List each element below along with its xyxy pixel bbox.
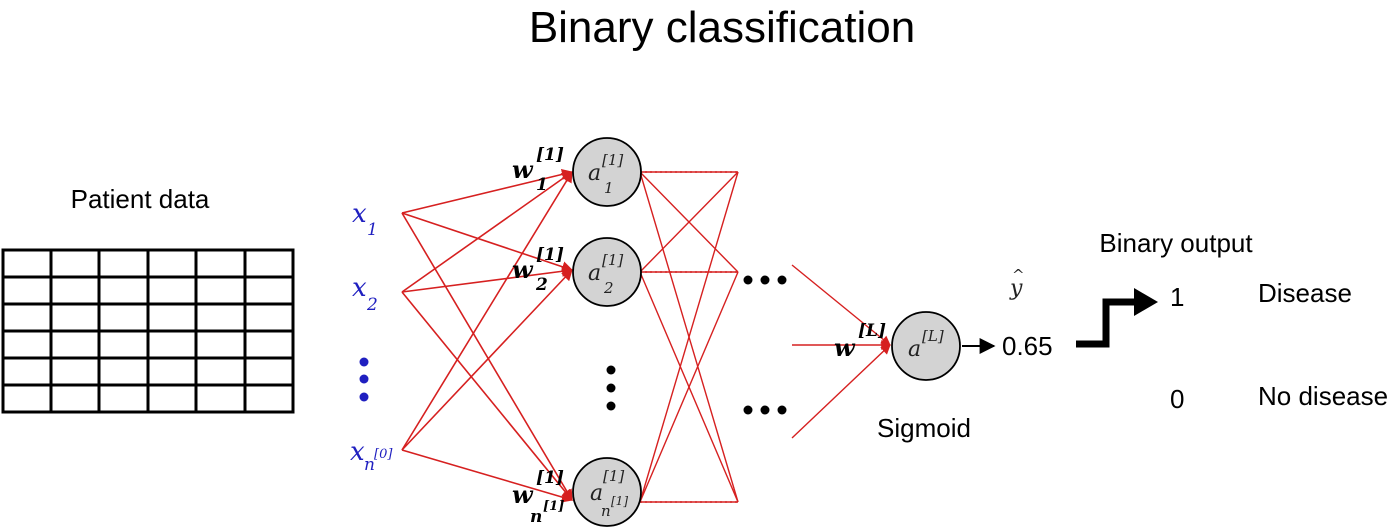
- input-x2: x 2: [352, 273, 378, 315]
- output-value-zero: 0: [1170, 384, 1184, 414]
- svg-text:2: 2: [603, 279, 614, 297]
- svg-text:w: w: [512, 155, 534, 184]
- svg-text:n: n: [601, 502, 611, 520]
- svg-text:w: w: [512, 255, 534, 284]
- no-disease-label: No disease: [1258, 381, 1388, 411]
- hidden-neuron-1: a [1] 1: [572, 137, 642, 207]
- svg-text:[1]: [1]: [536, 468, 564, 488]
- hidden-neuron-2: a [1] 2: [572, 237, 642, 307]
- weight-label-wL: w [L]: [834, 321, 886, 362]
- svg-text:^: ^: [1012, 266, 1025, 284]
- svg-text:[L]: [L]: [858, 321, 886, 341]
- layer-ellipsis-bottom: [743, 405, 787, 415]
- output-value-one: 1: [1170, 282, 1184, 312]
- binary-output-label: Binary output: [1099, 228, 1253, 258]
- next-layer-edge-stubs: [640, 171, 738, 503]
- hidden-to-next-edges: [639, 171, 739, 503]
- svg-text:y: y: [1009, 276, 1023, 301]
- output-neuron: a [L]: [891, 311, 961, 381]
- svg-text:2: 2: [366, 295, 378, 315]
- weight-label-wn: [1] w n [1]: [512, 468, 564, 527]
- svg-text:1: 1: [367, 220, 378, 240]
- y-hat-label: y ^: [1009, 266, 1025, 301]
- svg-text:n: n: [364, 455, 375, 475]
- svg-text:[1]: [1]: [611, 494, 628, 508]
- to-output-edges: [791, 264, 891, 439]
- patient-data-table: [1, 248, 295, 414]
- diagram-title: Binary classification: [529, 3, 915, 52]
- input-xn: x n [0]: [350, 437, 393, 475]
- svg-text:[0]: [0]: [374, 447, 393, 462]
- svg-text:a: a: [590, 481, 603, 506]
- svg-text:x: x: [352, 199, 367, 229]
- input-x1: x 1: [352, 199, 378, 240]
- svg-text:a: a: [588, 161, 601, 186]
- svg-text:w: w: [512, 480, 534, 509]
- svg-text:[L]: [L]: [922, 327, 944, 345]
- svg-text:1: 1: [536, 175, 548, 195]
- svg-text:[1]: [1]: [602, 151, 623, 169]
- svg-text:x: x: [350, 437, 365, 467]
- svg-text:[1]: [1]: [602, 251, 623, 269]
- layer-ellipsis-top: [743, 275, 787, 285]
- svg-text:[1]: [1]: [536, 245, 564, 265]
- hidden-ellipsis-dots: [606, 365, 616, 411]
- svg-text:1: 1: [604, 179, 614, 197]
- svg-text:[1]: [1]: [536, 145, 564, 165]
- svg-text:n: n: [530, 507, 542, 527]
- patient-data-label: Patient data: [71, 184, 210, 214]
- sigmoid-label: Sigmoid: [877, 413, 971, 443]
- hidden-neuron-n: [1] a n [1]: [572, 457, 642, 527]
- threshold-step-arrow: [1076, 288, 1158, 348]
- svg-text:2: 2: [535, 275, 548, 295]
- input-to-hidden-edges: [401, 168, 574, 503]
- weight-label-w1: w [1] 1: [512, 145, 564, 195]
- prediction-value: 0.65: [1002, 331, 1053, 361]
- svg-text:w: w: [834, 333, 856, 362]
- svg-text:x: x: [352, 273, 367, 303]
- svg-text:a: a: [588, 261, 601, 286]
- svg-text:[1]: [1]: [603, 467, 624, 485]
- svg-text:a: a: [908, 337, 921, 362]
- weight-label-w2: w [1] 2: [512, 245, 564, 295]
- input-ellipsis-dots: [359, 357, 369, 402]
- svg-text:[1]: [1]: [543, 499, 564, 514]
- disease-label: Disease: [1258, 278, 1352, 308]
